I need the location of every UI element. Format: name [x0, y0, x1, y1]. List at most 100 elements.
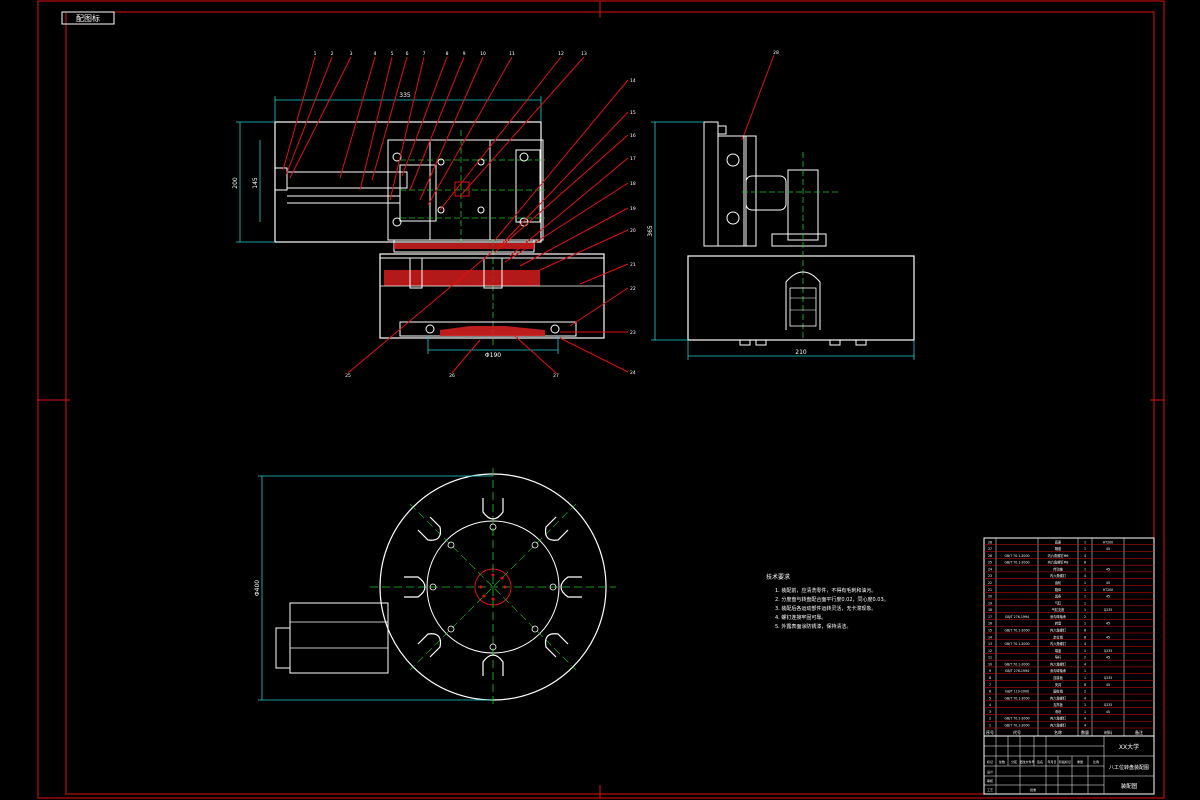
bom-cell: 夹具 — [1055, 682, 1062, 687]
bom-header-cell: 序号 — [986, 729, 994, 735]
bom-cell: 1 — [1084, 567, 1086, 571]
bom-cell: Q235 — [1104, 608, 1113, 612]
drawing-name: 八工位转盘装配图 — [1109, 764, 1149, 771]
bom-cell: 17 — [988, 615, 992, 619]
bom-cell: 内六角螺钉 — [1050, 716, 1067, 721]
bom-cell: 定位销 — [1053, 634, 1063, 639]
bom-cell: 4 — [1084, 696, 1086, 700]
bom-cell: 气缸支座 — [1052, 607, 1066, 612]
bom-cell: 1 — [989, 724, 991, 728]
svg-text:10: 10 — [480, 51, 486, 57]
note-line: 3. 装配后各运动部件运转灵活，无卡滞现象。 — [775, 605, 876, 612]
dim-side-width: 210 — [795, 349, 807, 356]
bom-cell: 导杆 — [1055, 655, 1062, 660]
bom-cell: 底座 — [1055, 539, 1062, 544]
bom-cell: GB/T 70.1-2000 — [1004, 696, 1029, 700]
sign-label: 分区 — [1011, 759, 1017, 764]
bom-cell: 深沟球轴承 — [1050, 668, 1067, 673]
stamp-label: 配图标 — [76, 13, 100, 23]
bom-header-cell: 名称 — [1054, 729, 1062, 735]
bom-cell: 圆柱销 — [1053, 689, 1063, 694]
bom-cell: 20 — [988, 595, 992, 599]
bom-cell: 齿轮 — [1055, 580, 1062, 585]
bom-cell: GB/T 70.1-2000 — [1004, 629, 1029, 633]
svg-text:28: 28 — [773, 50, 779, 56]
dim-plan-height: Φ400 — [254, 580, 261, 596]
bom-cell: 10 — [988, 662, 992, 666]
bom-cell: HT200 — [1103, 540, 1113, 544]
bom-cell: 1 — [1084, 595, 1086, 599]
bom-cell: 内六角螺钉 — [1050, 661, 1067, 666]
bom-cell: Q235 — [1104, 676, 1113, 680]
bom-cell: 27 — [988, 547, 992, 551]
stage-label: 阶段标记 — [1059, 759, 1071, 764]
bom-cell: 8 — [989, 676, 991, 680]
drawing-type: 装配图 — [1121, 782, 1138, 790]
bom-cell: 6 — [989, 690, 991, 694]
leader-lines — [282, 54, 775, 374]
bom-cell: 11 — [988, 656, 992, 660]
stamp-box — [61, 11, 115, 25]
role-label: 工艺 — [987, 787, 993, 792]
school-name: XX大学 — [1119, 743, 1139, 751]
bom-cell: 6 — [1084, 629, 1086, 633]
bom-cell: 4 — [1084, 554, 1086, 558]
notes-title: 技术要求 — [766, 573, 790, 581]
right-callout-numbers: 14 15 16 17 18 19 20 21 22 23 24 — [630, 78, 636, 376]
svg-text:17: 17 — [630, 156, 636, 162]
bom-cell: 齿条 — [1055, 594, 1062, 599]
bom-cell: 21 — [988, 588, 992, 592]
side-view: 365 210 — [647, 121, 915, 360]
bom-cell: 箱体 — [1055, 587, 1062, 592]
bom-cell: 4 — [1084, 662, 1086, 666]
bom-cell: 1 — [1084, 608, 1086, 612]
dim-front-height-outer: 200 — [232, 177, 239, 189]
bom-cell: 45 — [1106, 683, 1110, 687]
bom-cell: 9 — [989, 669, 991, 673]
role-label: 设计 — [987, 769, 993, 774]
dim-front-base: Φ190 — [485, 352, 501, 359]
bom-cell: 45 — [1106, 635, 1110, 639]
bom-cell: 深沟球轴承 — [1050, 614, 1067, 619]
bom-cell: 45 — [1106, 547, 1110, 551]
bom-cell: GB/T 276-1994 — [1005, 669, 1029, 673]
sign-label: 签名 — [1037, 759, 1043, 764]
bom-cell: 转盘 — [1055, 621, 1062, 626]
bom-cell: GB/T 119-2000 — [1005, 690, 1029, 694]
bom-cell: 45 — [1106, 567, 1110, 571]
top-callout-numbers: 1 2 3 4 5 6 7 8 9 10 11 12 13 — [314, 51, 587, 57]
bom-cell: GB/T 70.1-2000 — [1004, 717, 1029, 721]
bom-cell: GB/T 276-1994 — [1005, 615, 1029, 619]
bom-cell: 4 — [989, 703, 991, 707]
bom-cell: 内六角螺钉 — [1050, 723, 1067, 728]
bom-cell: 14 — [988, 635, 992, 639]
bom-cell: 隔套 — [1055, 546, 1062, 551]
bom-cell: 1 — [1084, 588, 1086, 592]
bom-cell: 内六角螺钉 — [1050, 695, 1067, 700]
bom-cell: 气缸 — [1055, 600, 1062, 605]
bom-cell: 1 — [1084, 676, 1086, 680]
svg-text:25: 25 — [345, 373, 351, 379]
dim-side-height: 365 — [647, 225, 654, 237]
stage-label: 比例 — [1093, 759, 1099, 764]
bom-cell: 1 — [1084, 710, 1086, 714]
bom-cell: 22 — [988, 581, 992, 585]
sheet-inner-border — [65, 11, 1155, 795]
sign-label: 更改文件号 — [1019, 759, 1034, 764]
bom-cell: 4 — [1084, 642, 1086, 646]
bom-cell: 2 — [989, 717, 991, 721]
bom-cell: 18 — [988, 608, 992, 612]
title-block: XX大学 八工位转盘装配图 装配图 标记 处数 分区 更改文件号 签名 年月日 … — [983, 735, 1155, 795]
svg-text:24: 24 — [630, 370, 636, 376]
bom-cell: 12 — [988, 649, 992, 653]
bom-cell: 4 — [1084, 717, 1086, 721]
bom-cell: 8 — [1084, 561, 1086, 565]
bom-cell: 19 — [988, 601, 992, 605]
bom-header-cell: 代号 — [1013, 729, 1021, 735]
note-line: 2. 分度盘与转盘配合面平行度0.02，同心度0.03。 — [775, 596, 889, 603]
bom-cell: 5 — [989, 696, 991, 700]
plan-view: Φ400 — [254, 468, 616, 706]
svg-text:27: 27 — [553, 373, 559, 379]
